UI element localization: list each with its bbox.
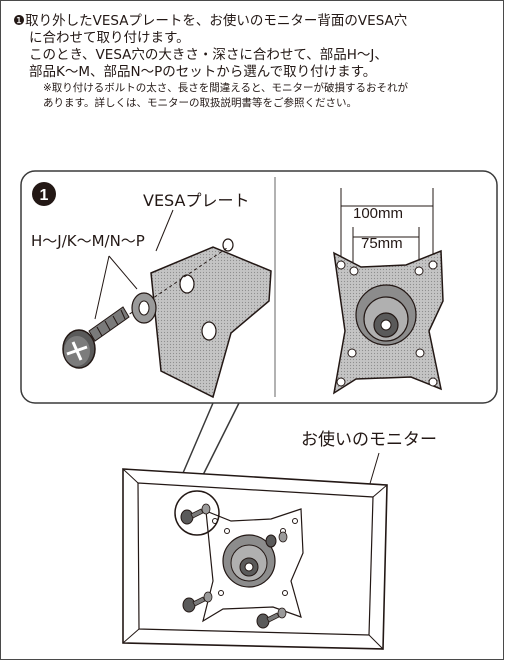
step-marker-circle (32, 182, 56, 206)
highlight-circle (174, 490, 220, 536)
instruction-line: このとき、VESA穴の大きさ・深さに合わせて、部品H〜J、 (29, 47, 388, 63)
instructions: ❶取り外したVESAプレートを、お使いのモニター背面のVESA穴 に合わせて取り… (13, 13, 499, 111)
plate-leader-line (155, 209, 174, 252)
callout-panel (20, 170, 498, 404)
monitor-screws (180, 503, 288, 629)
dimension-lines (340, 188, 434, 263)
monitor-screw-hole (222, 238, 234, 252)
bolt (62, 306, 130, 369)
parts-label: H〜J/K〜M/N〜P (31, 232, 145, 250)
vesa-plate-label: VESAプレート (143, 191, 249, 210)
step-marker: ❶ (13, 13, 26, 29)
monitor-label: お使いのモニター (301, 429, 437, 450)
caution-note: あります。詳しくは、モニターの取扱説明書等をご参照ください。 (43, 97, 357, 109)
monitor-back (122, 468, 388, 650)
washer (131, 292, 157, 324)
instruction-line: ❶取り外したVESAプレートを、お使いのモニター背面のVESA穴 (13, 13, 408, 29)
dimension-75mm: 75mm (361, 235, 403, 252)
instruction-line: に合わせて取り付けます。 (29, 30, 190, 46)
monitor-leader-line (368, 452, 380, 488)
caution-note: ※取り付けるボルトの太さ、長さを間違えると、モニターが破損するおそれが (43, 82, 409, 94)
parts-leader-line (94, 255, 138, 320)
dimension-100mm: 100mm (353, 205, 403, 222)
vesa-plate-closeup (74, 238, 272, 399)
svg-text:1: 1 (40, 187, 49, 204)
vesa-plate-front (332, 249, 444, 395)
instruction-line: 部品K〜M、部品N〜Pのセットから選んで取り付けます。 (29, 64, 377, 80)
